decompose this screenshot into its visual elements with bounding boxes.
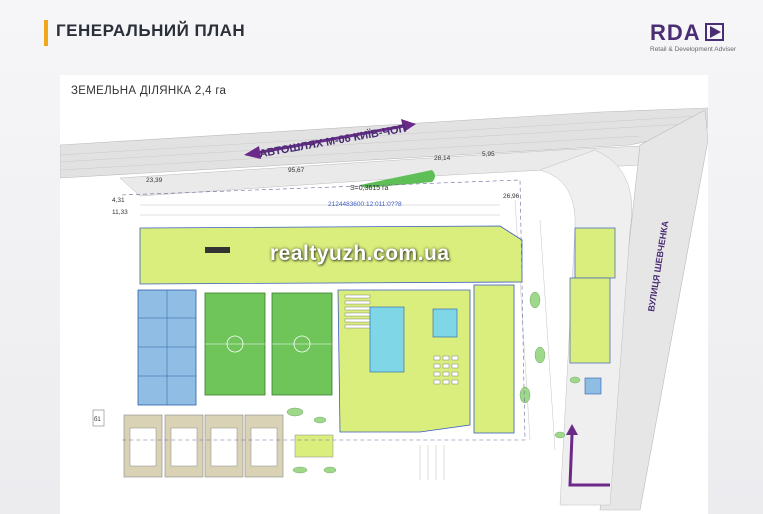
right-building — [473, 284, 515, 434]
dim-23-39: 23,39 — [146, 177, 163, 184]
dim-95-67: 95,67 — [288, 167, 305, 174]
pool-small — [432, 308, 458, 338]
seating-rows — [344, 294, 371, 329]
dim-11-33: 11,33 — [112, 209, 128, 216]
dim-26-96: 26,96 — [503, 193, 520, 200]
right-blue-kiosk — [584, 377, 602, 395]
road-sign-label: б1 — [94, 417, 101, 423]
logo-text: RDA — [650, 20, 701, 45]
rda-logo: RDA — [650, 20, 725, 46]
building-label-tag — [205, 247, 230, 253]
site-plan-drawing: АВТОШЛЯХ М-06 КИЇВ-ЧОП ВУЛИЦЯ ШЕВЧЕНКА 2… — [60, 75, 708, 514]
area-label: S=0,3615 га — [350, 185, 389, 192]
dim-28-14: 28,14 — [434, 155, 451, 162]
cadastral-label: 2124483600:12:011:0??8 — [328, 201, 402, 208]
crosswalk — [419, 445, 445, 480]
property-boundary — [121, 179, 526, 441]
street-arrow — [568, 434, 610, 487]
page-title: ГЕНЕРАЛЬНИЙ ПЛАН — [56, 21, 246, 40]
main-building — [139, 225, 523, 285]
land-plot-label: ЗЕМЕЛЬНА ДІЛЯНКА 2,4 га — [71, 85, 227, 97]
road-sign — [92, 409, 105, 427]
tennis-court-inner — [129, 427, 278, 467]
logo-subtitle: Retail & Development Adviser — [650, 46, 736, 53]
logo-play-icon — [705, 23, 725, 41]
right-small-building-2 — [569, 277, 611, 364]
right-small-building-1 — [574, 227, 616, 279]
title-accent-bar — [44, 20, 48, 46]
dim-4-31: 4,31 — [112, 197, 125, 204]
seating-grid — [433, 355, 459, 385]
site-plan-svg: АВТОШЛЯХ М-06 КИЇВ-ЧОП ВУЛИЦЯ ШЕВЧЕНКА 2… — [60, 107, 708, 511]
green-strip — [360, 170, 435, 188]
dim-5-95: 5,95 — [482, 151, 495, 158]
small-green-lot — [294, 434, 334, 458]
watermark: realtyuzh.com.ua — [270, 242, 450, 265]
pool-large — [369, 306, 405, 373]
highway-lane-lines — [60, 115, 701, 171]
blue-court-lines — [138, 290, 196, 405]
highway-arrow — [244, 119, 416, 159]
bushes — [286, 291, 581, 474]
